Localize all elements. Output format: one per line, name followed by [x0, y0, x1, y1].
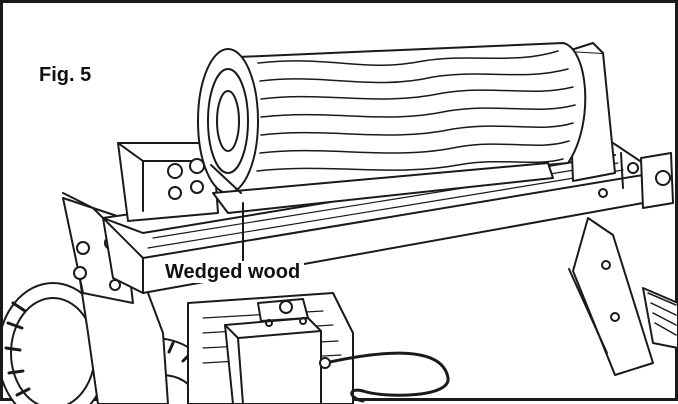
log-splitter-illustration	[3, 42, 678, 404]
log	[197, 42, 587, 194]
right-leg	[568, 217, 678, 376]
power-cord	[319, 351, 450, 403]
log-cradle	[210, 162, 554, 214]
switch-box	[224, 317, 322, 404]
push-plate	[117, 142, 219, 222]
figure-label: Fig. 5	[39, 64, 92, 86]
wedged-wood-callout: Wedged wood	[161, 261, 305, 283]
